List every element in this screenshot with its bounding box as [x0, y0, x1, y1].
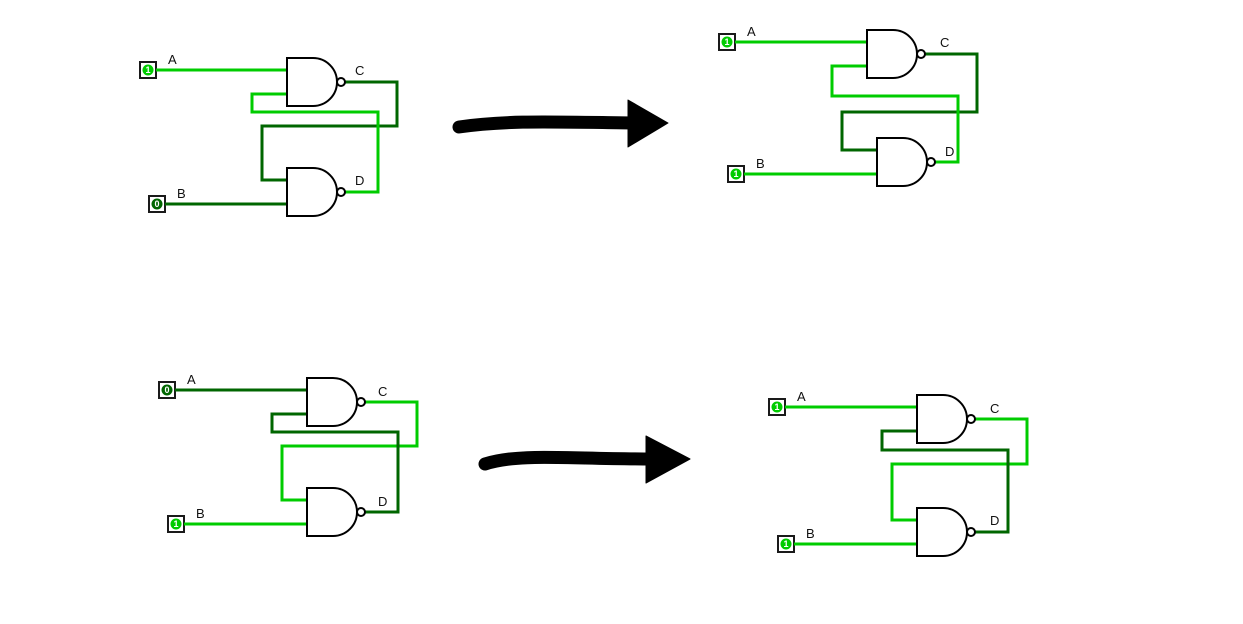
arrow-shaft [478, 450, 659, 471]
input-b-label: B [196, 506, 205, 521]
input-b-label: B [756, 156, 765, 171]
input-b-label: B [806, 526, 815, 541]
feedback-wire-c [280, 400, 419, 502]
nand-gate-c [916, 394, 976, 444]
nand-gate-body [916, 394, 968, 444]
switch-state-dot [771, 401, 783, 413]
input-switch-a[interactable]: 1 [718, 33, 736, 51]
nand-gate-body [286, 57, 338, 107]
arrow-head [645, 435, 691, 484]
arrow-shaft [452, 115, 641, 134]
arrow-head [627, 99, 669, 148]
nand-gate-d [286, 167, 346, 217]
switch-state-dot [142, 64, 154, 76]
switch-value: 1 [724, 37, 729, 47]
feedback-wire-c [890, 417, 1029, 522]
circuit-top-right: 1 A 1 B C D [718, 24, 979, 187]
inverter-bubble [966, 527, 976, 537]
switch-value: 1 [783, 539, 788, 549]
switch-value: 0 [154, 199, 159, 209]
nand-gate-body [306, 377, 358, 427]
inverter-bubble [356, 507, 366, 517]
nand-gate-body [866, 29, 918, 79]
feedback-wire-c [260, 80, 399, 182]
switch-state-dot [151, 198, 163, 210]
input-a-label: A [168, 52, 177, 67]
switch-value: 1 [173, 519, 178, 529]
output-c-label: C [378, 384, 387, 399]
switch-state-dot [170, 518, 182, 530]
input-switch-b[interactable]: 1 [777, 535, 795, 553]
output-d-label: D [945, 144, 954, 159]
feedback-wire-c [840, 52, 979, 152]
switch-value: 0 [164, 385, 169, 395]
switch-state-dot [721, 36, 733, 48]
nand-gate-c [866, 29, 926, 79]
input-b-label: B [177, 186, 186, 201]
inverter-bubble [916, 49, 926, 59]
output-c-label: C [940, 35, 949, 50]
nand-gate-d [876, 137, 936, 187]
input-switch-b[interactable]: 1 [167, 515, 185, 533]
inverter-bubble [966, 414, 976, 424]
input-a-label: A [187, 372, 196, 387]
circuit-bottom-right: 1 A 1 B C D [768, 389, 1029, 557]
nand-gate-body [916, 507, 968, 557]
circuit-top-left: 1 A 0 B C D [139, 52, 399, 217]
switch-state-dot [161, 384, 173, 396]
output-d-label: D [990, 513, 999, 528]
feedback-wire-d [270, 412, 400, 514]
input-switch-b[interactable]: 1 [727, 165, 745, 183]
circuit-bottom-left: 0 A 1 B C D [158, 372, 419, 537]
nand-gate-d [306, 487, 366, 537]
output-d-label: D [378, 494, 387, 509]
output-d-label: D [355, 173, 364, 188]
feedback-wire-d [880, 429, 1010, 534]
input-a-label: A [797, 389, 806, 404]
switch-state-dot [730, 168, 742, 180]
nand-gate-d [916, 507, 976, 557]
output-c-label: C [355, 63, 364, 78]
nand-gate-c [306, 377, 366, 427]
inverter-bubble [336, 187, 346, 197]
output-c-label: C [990, 401, 999, 416]
transition-arrow-bottom [478, 435, 691, 484]
inverter-bubble [926, 157, 936, 167]
input-switch-a[interactable]: 1 [139, 61, 157, 79]
inverter-bubble [356, 397, 366, 407]
input-a-label: A [747, 24, 756, 39]
switch-value: 1 [733, 169, 738, 179]
nand-gate-c [286, 57, 346, 107]
switch-value: 1 [774, 402, 779, 412]
inverter-bubble [336, 77, 346, 87]
input-switch-a[interactable]: 0 [158, 381, 176, 399]
switch-value: 1 [145, 65, 150, 75]
transition-arrow-top [452, 99, 669, 148]
nand-gate-body [876, 137, 928, 187]
feedback-wire-d [830, 64, 960, 164]
nand-gate-body [286, 167, 338, 217]
switch-state-dot [780, 538, 792, 550]
input-switch-a[interactable]: 1 [768, 398, 786, 416]
feedback-wire-d [250, 92, 380, 194]
input-switch-b[interactable]: 0 [148, 195, 166, 213]
nand-gate-body [306, 487, 358, 537]
